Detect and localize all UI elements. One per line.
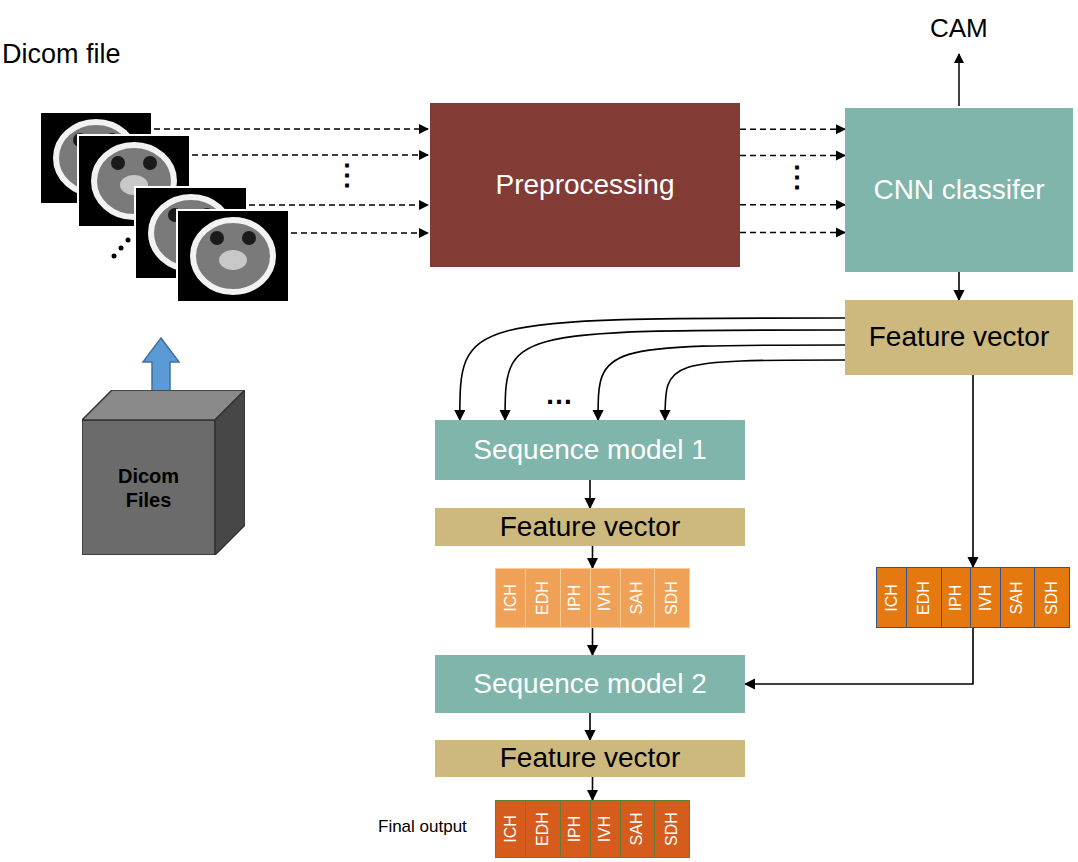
cube-face bbox=[215, 390, 245, 555]
box-label: Sequence model 1 bbox=[473, 435, 707, 466]
ellipsis-mark: ⋮ bbox=[783, 162, 811, 193]
class-name: SDH bbox=[1043, 581, 1061, 615]
feature-box: Feature vector bbox=[845, 300, 1073, 375]
flow-arrow bbox=[745, 628, 973, 684]
class-cell: IPH bbox=[560, 569, 590, 627]
flow-arrow bbox=[958, 272, 960, 300]
box-label: Preprocessing bbox=[496, 170, 675, 201]
class-name: IPH bbox=[567, 816, 585, 843]
class-cell: IPH bbox=[560, 801, 590, 857]
class-cell: IVH bbox=[970, 568, 1000, 627]
box-label: CNN classifer bbox=[873, 175, 1044, 206]
class-strip: ICH EDH IPH IVH SAH SDH bbox=[495, 568, 690, 628]
class-name: IVH bbox=[597, 585, 615, 612]
class-cell: EDH bbox=[525, 569, 560, 627]
class-name: SDH bbox=[663, 581, 681, 615]
class-cell: SAH bbox=[620, 569, 654, 627]
class-cell: ICH bbox=[496, 569, 525, 627]
feature-box: Feature vector bbox=[435, 508, 745, 546]
flow-arrow bbox=[589, 713, 591, 740]
class-name: EDH bbox=[915, 581, 933, 615]
model-box: Sequence model 2 bbox=[435, 655, 745, 713]
flow-arrow bbox=[972, 375, 974, 567]
class-name: SDH bbox=[663, 812, 681, 846]
class-name: IPH bbox=[567, 585, 585, 612]
cube-label-area: Dicom Files bbox=[82, 420, 215, 555]
class-strip: ICH EDH IPH IVH SAH SDH bbox=[876, 567, 1070, 628]
box-label: Feature vector bbox=[500, 512, 681, 543]
box-label: Feature vector bbox=[869, 322, 1050, 353]
model-box: Sequence model 1 bbox=[435, 420, 745, 480]
flow-arrow bbox=[592, 546, 594, 568]
class-cell: EDH bbox=[906, 568, 941, 627]
flow-arrow bbox=[460, 318, 845, 420]
class-strip: ICH EDH IPH IVH SAH SDH bbox=[495, 800, 690, 858]
model-box: CNN classifer bbox=[845, 108, 1073, 272]
flow-arrow bbox=[592, 777, 594, 800]
feature-box: Feature vector bbox=[435, 740, 745, 777]
output-label: CAM bbox=[930, 14, 988, 43]
data-store-cube: Dicom Files bbox=[82, 390, 245, 555]
box-label: Feature vector bbox=[500, 743, 681, 774]
class-name: SAH bbox=[629, 813, 647, 846]
ct-slice bbox=[177, 210, 289, 302]
cam-arrow bbox=[958, 54, 960, 106]
class-cell: EDH bbox=[525, 801, 560, 857]
input-arrows bbox=[154, 129, 428, 233]
class-name: EDH bbox=[534, 581, 552, 615]
flow-arrow bbox=[598, 345, 845, 420]
class-cell: SAH bbox=[1000, 568, 1034, 627]
cube-face bbox=[82, 420, 215, 555]
class-cell: IVH bbox=[590, 569, 620, 627]
class-cell: SDH bbox=[654, 801, 689, 857]
class-cell: ICH bbox=[877, 568, 906, 627]
flow-arrow bbox=[589, 480, 591, 508]
class-name: EDH bbox=[534, 812, 552, 846]
ellipsis-dots bbox=[112, 238, 131, 259]
flow-arrow bbox=[740, 204, 845, 206]
class-name: SAH bbox=[629, 582, 647, 615]
flow-arrow bbox=[740, 128, 845, 130]
box-label: Sequence model 2 bbox=[473, 669, 707, 700]
class-cell: SDH bbox=[654, 569, 689, 627]
class-name: IVH bbox=[977, 584, 995, 611]
process-box: Preprocessing bbox=[430, 103, 740, 267]
class-cell: SDH bbox=[1034, 568, 1069, 627]
class-cell: SAH bbox=[620, 801, 654, 857]
class-name: IPH bbox=[947, 584, 965, 611]
class-cell: ICH bbox=[496, 801, 525, 857]
flow-arrow bbox=[505, 330, 845, 420]
class-name: IVH bbox=[597, 816, 615, 843]
ellipsis-mark: … bbox=[545, 380, 573, 411]
flow-arrow bbox=[665, 360, 845, 420]
flow-arrow bbox=[592, 628, 594, 655]
figure-label: Dicom file bbox=[2, 40, 121, 70]
output-label: Final output bbox=[378, 818, 467, 837]
class-name: SAH bbox=[1009, 581, 1027, 614]
class-cell: IPH bbox=[941, 568, 971, 627]
class-name: ICH bbox=[882, 584, 900, 612]
flow-arrow bbox=[740, 155, 845, 157]
flow-arrow bbox=[740, 232, 845, 234]
class-name: ICH bbox=[502, 815, 520, 843]
class-name: ICH bbox=[502, 584, 520, 612]
class-cell: IVH bbox=[590, 801, 620, 857]
store-label: Dicom Files bbox=[99, 464, 199, 512]
ellipsis-mark: ⋮ bbox=[333, 160, 361, 191]
